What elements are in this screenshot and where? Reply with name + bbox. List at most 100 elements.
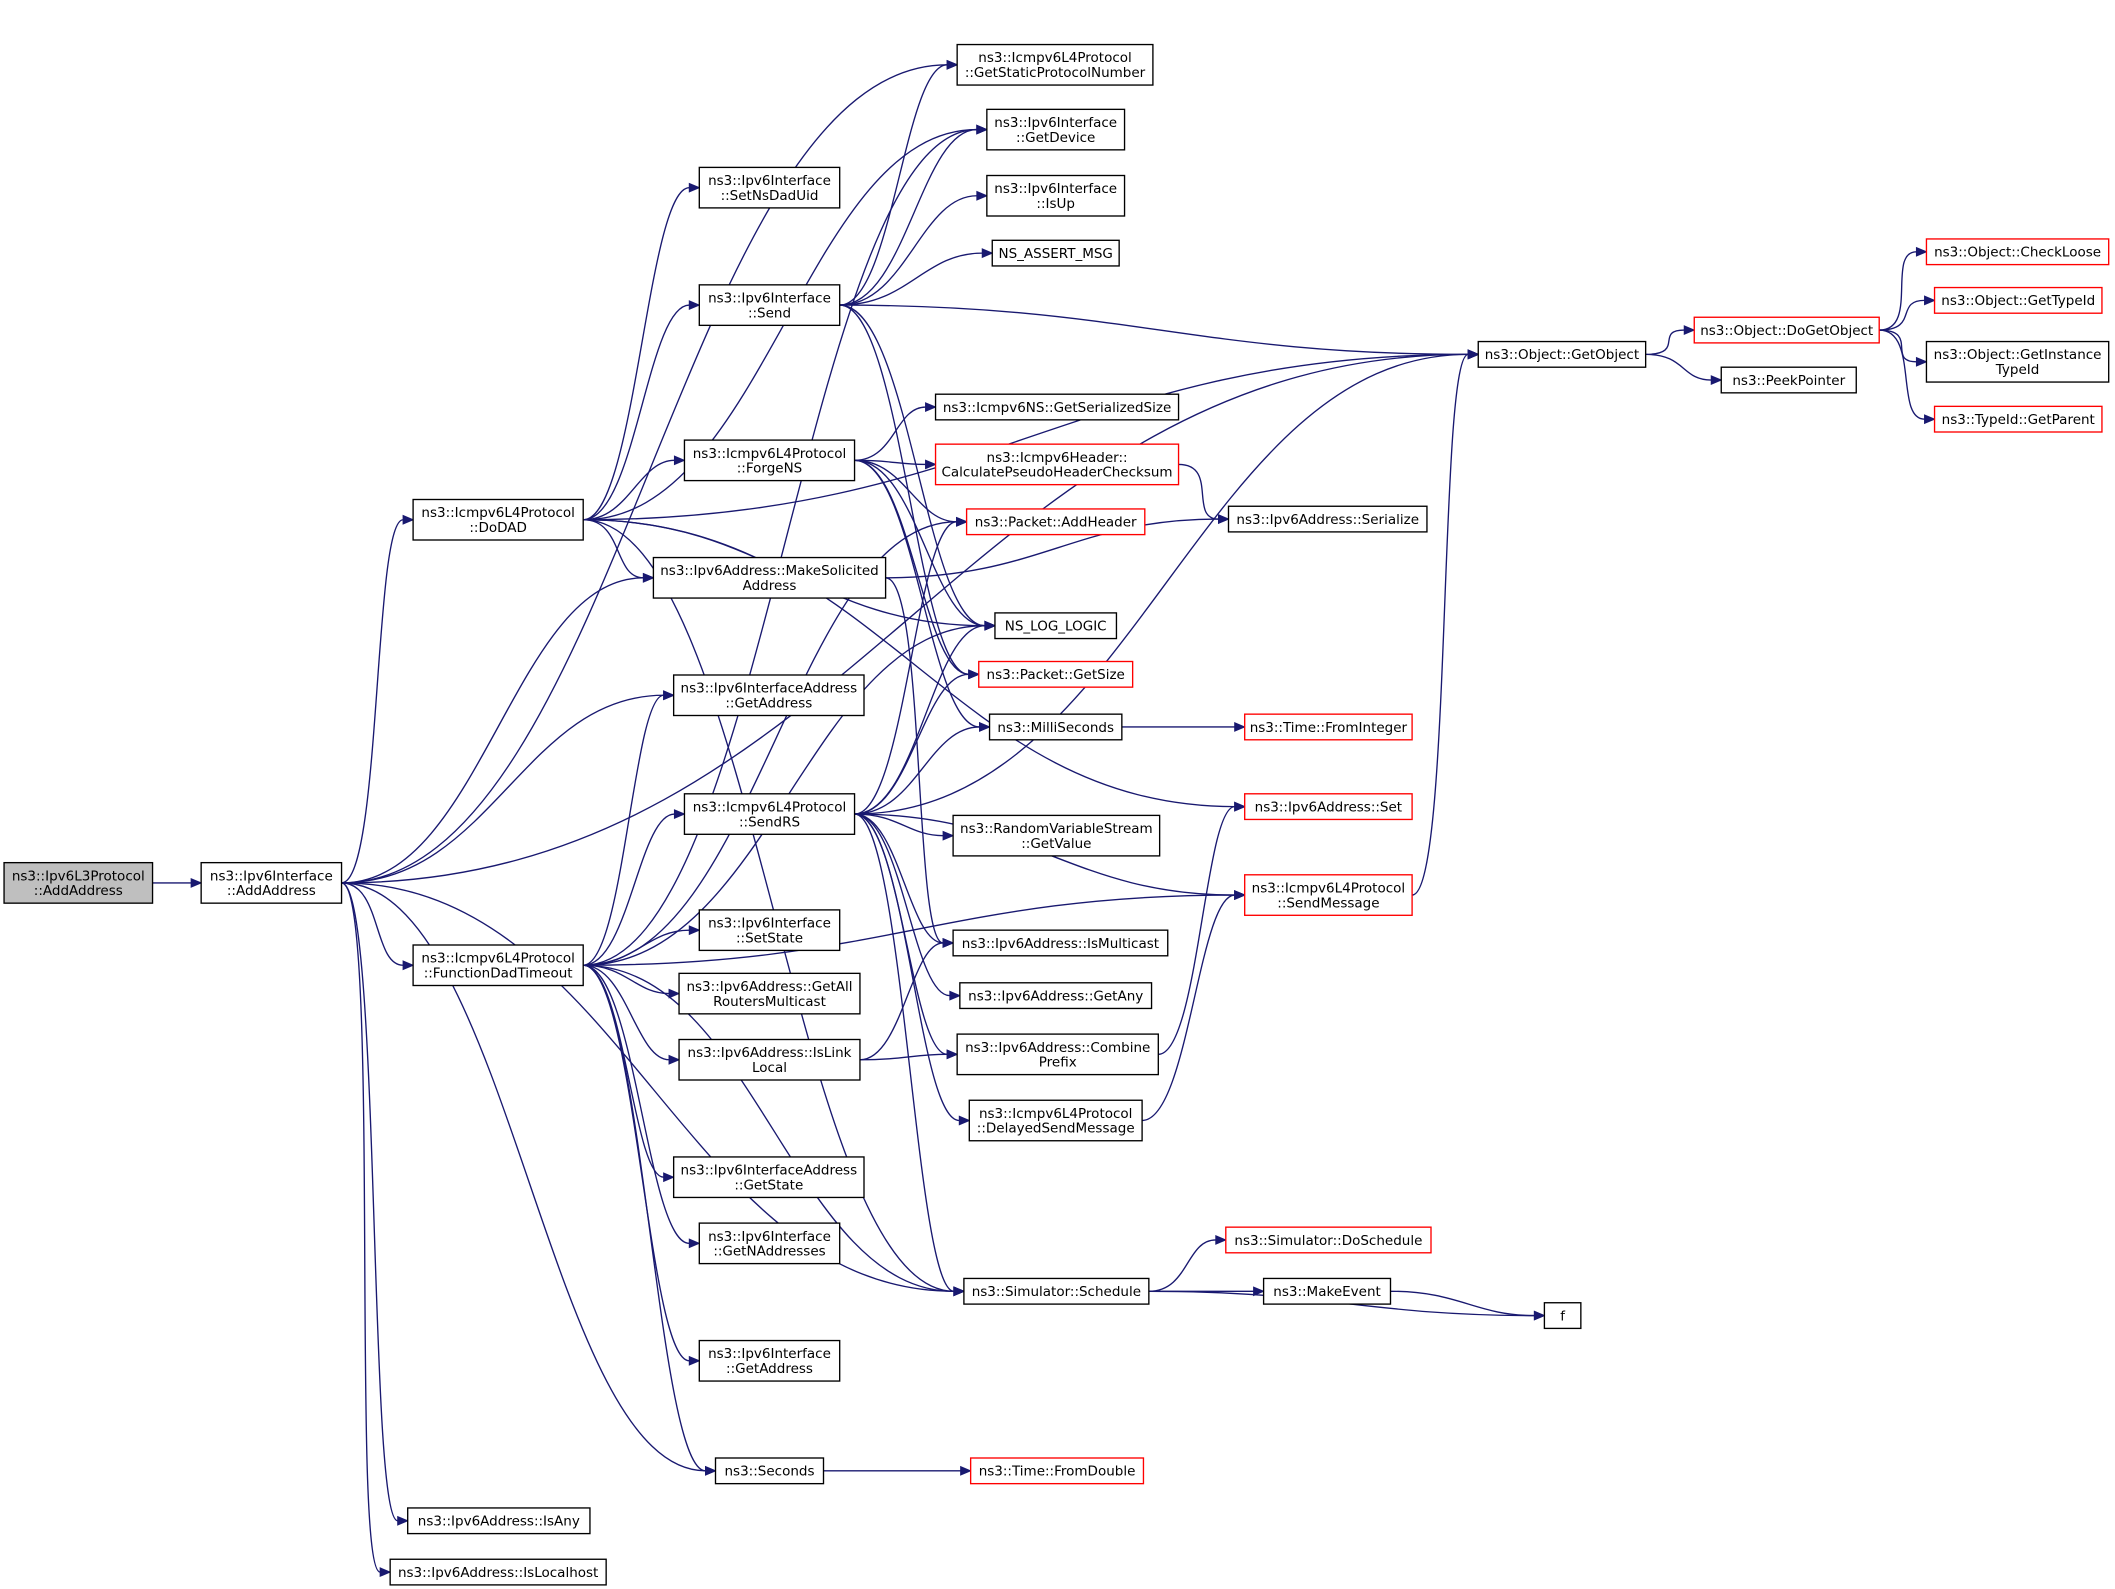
- node-getany[interactable]: ns3::Ipv6Address::GetAny: [959, 982, 1153, 1010]
- node-box-root[interactable]: [3, 861, 154, 904]
- node-iface_getaddr[interactable]: ns3::Ipv6Interface::GetAddress: [698, 1339, 841, 1382]
- node-ismulticast[interactable]: ns3::Ipv6Address::IsMulticast: [952, 929, 1169, 957]
- node-box-nsassert[interactable]: [991, 239, 1120, 267]
- node-checkloose[interactable]: ns3::Object::CheckLoose: [1925, 238, 2110, 266]
- node-box-sendrs[interactable]: [683, 793, 856, 835]
- node-pktgetsize[interactable]: ns3::Packet::GetSize: [978, 660, 1134, 688]
- node-dodad[interactable]: ns3::Icmpv6L4Protocol::DoDAD: [412, 498, 584, 541]
- node-makeevent[interactable]: ns3::MakeEvent: [1262, 1277, 1392, 1305]
- node-setnsdad[interactable]: ns3::Ipv6Interface::SetNsDadUid: [698, 166, 841, 209]
- node-fromdouble[interactable]: ns3::Time::FromDouble: [969, 1457, 1145, 1485]
- node-calcpseudo[interactable]: ns3::Icmpv6Header::CalculatePseudoHeader…: [934, 443, 1180, 486]
- node-box-ismulticast[interactable]: [952, 929, 1169, 957]
- node-box-getparent[interactable]: [1933, 405, 2103, 433]
- node-box-iface_add[interactable]: [200, 861, 343, 904]
- node-box-ifaddr_getaddr[interactable]: [672, 674, 865, 717]
- node-box-getinstance[interactable]: [1925, 340, 2110, 383]
- node-box-getserialsize[interactable]: [934, 393, 1180, 421]
- node-box-iface_getaddr[interactable]: [698, 1339, 841, 1382]
- node-iface_add[interactable]: ns3::Ipv6Interface::AddAddress: [200, 861, 343, 904]
- node-seconds[interactable]: ns3::Seconds: [714, 1457, 825, 1485]
- node-forgens[interactable]: ns3::Icmpv6L4Protocol::ForgeNS: [683, 439, 856, 482]
- node-box-seconds[interactable]: [714, 1457, 825, 1485]
- node-isup[interactable]: ns3::Ipv6Interface::IsUp: [986, 174, 1126, 217]
- node-getserialsize[interactable]: ns3::Icmpv6NS::GetSerializedSize: [934, 393, 1180, 421]
- node-box-isany[interactable]: [407, 1507, 591, 1535]
- node-box-checkloose[interactable]: [1925, 238, 2110, 266]
- node-box-getany[interactable]: [959, 982, 1153, 1010]
- node-box-rvsgetvalue[interactable]: [952, 814, 1161, 857]
- node-setstate[interactable]: ns3::Ipv6Interface::SetState: [698, 909, 841, 952]
- node-box-isup[interactable]: [986, 174, 1126, 217]
- node-box-ifaddr_getstate[interactable]: [672, 1156, 865, 1199]
- node-box-serialize[interactable]: [1227, 505, 1428, 533]
- node-box-ipv6set[interactable]: [1244, 793, 1413, 821]
- node-box-combine[interactable]: [956, 1033, 1159, 1076]
- node-getparent[interactable]: ns3::TypeId::GetParent: [1933, 405, 2103, 433]
- node-box-setnsdad[interactable]: [698, 166, 841, 209]
- node-fromint[interactable]: ns3::Time::FromInteger: [1244, 713, 1413, 741]
- node-box-peekpointer[interactable]: [1720, 366, 1857, 394]
- node-doschedule[interactable]: ns3::Simulator::DoSchedule: [1225, 1226, 1432, 1254]
- node-box-pktgetsize[interactable]: [978, 660, 1134, 688]
- node-box-calcpseudo[interactable]: [934, 443, 1180, 486]
- node-rvsgetvalue[interactable]: ns3::RandomVariableStream::GetValue: [952, 814, 1161, 857]
- node-peekpointer[interactable]: ns3::PeekPointer: [1720, 366, 1857, 394]
- node-box-makeevent[interactable]: [1262, 1277, 1392, 1305]
- node-box-getobject[interactable]: [1477, 340, 1647, 368]
- node-dogetobject[interactable]: ns3::Object::DoGetObject: [1693, 316, 1880, 344]
- node-box-islocalhost[interactable]: [389, 1558, 607, 1586]
- node-box-doschedule[interactable]: [1225, 1226, 1432, 1254]
- node-box-makesolicited[interactable]: [652, 556, 887, 599]
- node-sendmessage[interactable]: ns3::Icmpv6L4Protocol::SendMessage: [1244, 874, 1413, 916]
- node-addheader[interactable]: ns3::Packet::AddHeader: [965, 508, 1146, 536]
- node-gettypeid[interactable]: ns3::Object::GetTypeId: [1933, 286, 2103, 314]
- node-box-getstatic[interactable]: [956, 43, 1154, 86]
- node-box-getall[interactable]: [678, 972, 861, 1015]
- node-box-gettypeid[interactable]: [1933, 286, 2103, 314]
- node-ipv6set[interactable]: ns3::Ipv6Address::Set: [1244, 793, 1413, 821]
- node-ifaddr_getaddr[interactable]: ns3::Ipv6InterfaceAddress::GetAddress: [672, 674, 865, 717]
- node-millis[interactable]: ns3::MilliSeconds: [988, 713, 1123, 741]
- node-box-dodad[interactable]: [412, 498, 584, 541]
- node-box-fdad[interactable]: [412, 944, 584, 987]
- node-box-islink[interactable]: [678, 1038, 861, 1081]
- node-box-fromdouble[interactable]: [969, 1457, 1145, 1485]
- node-box-delayed[interactable]: [968, 1099, 1143, 1142]
- node-getstatic[interactable]: ns3::Icmpv6L4Protocol::GetStaticProtocol…: [956, 43, 1154, 86]
- node-box-nslog[interactable]: [994, 612, 1118, 640]
- node-box-schedule[interactable]: [963, 1277, 1150, 1305]
- node-getdevice[interactable]: ns3::Ipv6Interface::GetDevice: [986, 108, 1126, 151]
- node-box-send[interactable]: [698, 284, 841, 327]
- node-box-dogetobject[interactable]: [1693, 316, 1880, 344]
- node-delayed[interactable]: ns3::Icmpv6L4Protocol::DelayedSendMessag…: [968, 1099, 1143, 1142]
- node-box-millis[interactable]: [988, 713, 1123, 741]
- node-nslog[interactable]: NS_LOG_LOGIC: [994, 612, 1118, 640]
- node-box-setstate[interactable]: [698, 909, 841, 952]
- node-box-forgens[interactable]: [683, 439, 856, 482]
- node-serialize[interactable]: ns3::Ipv6Address::Serialize: [1227, 505, 1428, 533]
- node-box-sendmessage[interactable]: [1244, 874, 1413, 916]
- node-sendrs[interactable]: ns3::Icmpv6L4Protocol::SendRS: [683, 793, 856, 835]
- node-box-f[interactable]: [1543, 1302, 1582, 1330]
- node-fdad[interactable]: ns3::Icmpv6L4Protocol::FunctionDadTimeou…: [412, 944, 584, 987]
- node-isany[interactable]: ns3::Ipv6Address::IsAny: [407, 1507, 591, 1535]
- node-send[interactable]: ns3::Ipv6Interface::Send: [698, 284, 841, 327]
- node-getobject[interactable]: ns3::Object::GetObject: [1477, 340, 1647, 368]
- node-box-getnaddr[interactable]: [698, 1222, 841, 1265]
- node-box-getdevice[interactable]: [986, 108, 1126, 151]
- node-box-addheader[interactable]: [965, 508, 1146, 536]
- node-ifaddr_getstate[interactable]: ns3::Ipv6InterfaceAddress::GetState: [672, 1156, 865, 1199]
- node-nsassert[interactable]: NS_ASSERT_MSG: [991, 239, 1120, 267]
- node-f[interactable]: f: [1543, 1302, 1582, 1330]
- node-box-fromint[interactable]: [1244, 713, 1413, 741]
- node-schedule[interactable]: ns3::Simulator::Schedule: [963, 1277, 1150, 1305]
- node-getnaddr[interactable]: ns3::Ipv6Interface::GetNAddresses: [698, 1222, 841, 1265]
- node-islocalhost[interactable]: ns3::Ipv6Address::IsLocalhost: [389, 1558, 607, 1586]
- node-root[interactable]: ns3::Ipv6L3Protocol::AddAddress: [3, 861, 154, 904]
